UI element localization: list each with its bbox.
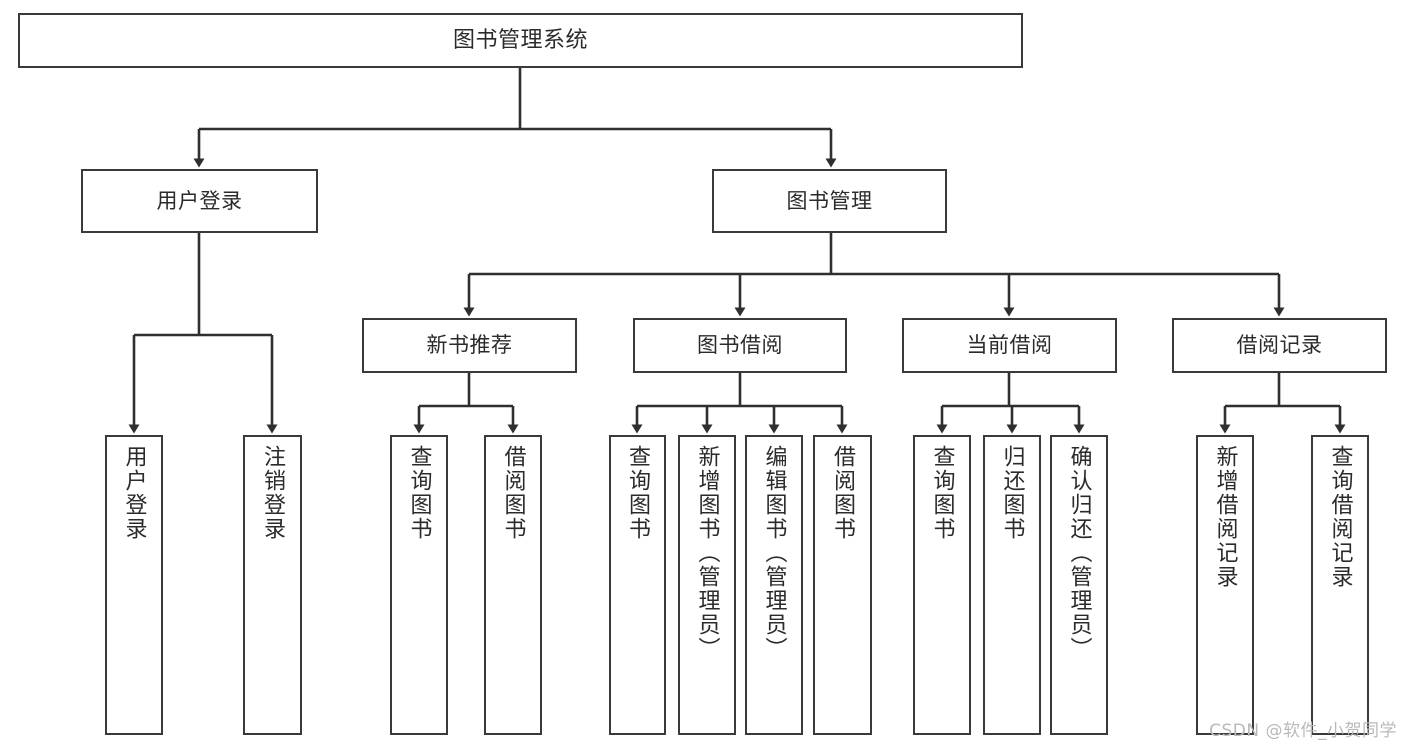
node-book-borrow[interactable]: 图书借阅 xyxy=(633,318,847,373)
node-leaf-return-books-label: 归还图书 xyxy=(999,445,1025,541)
node-leaf-user-login[interactable]: 用户登录 xyxy=(105,435,163,735)
node-root[interactable]: 图书管理系统 xyxy=(18,13,1023,68)
node-book-borrow-label: 图书借阅 xyxy=(697,333,783,358)
node-leaf-return-books[interactable]: 归还图书 xyxy=(983,435,1041,735)
watermark: CSDN @软件_小贺同学 xyxy=(1209,721,1397,741)
node-borrow-record[interactable]: 借阅记录 xyxy=(1172,318,1387,373)
node-new-book-recommend-label: 新书推荐 xyxy=(426,333,513,358)
node-user-login[interactable]: 用户登录 xyxy=(81,169,318,233)
node-leaf-add-borrow-record[interactable]: 新增借阅记录 xyxy=(1196,435,1254,735)
node-current-borrow[interactable]: 当前借阅 xyxy=(902,318,1117,373)
node-leaf-confirm-return-admin-label: 确认归还（管理员） xyxy=(1066,445,1092,661)
node-leaf-query-books-recommend[interactable]: 查询图书 xyxy=(390,435,448,735)
node-new-book-recommend[interactable]: 新书推荐 xyxy=(362,318,577,373)
node-leaf-user-login-label: 用户登录 xyxy=(121,445,147,541)
node-leaf-query-books-current[interactable]: 查询图书 xyxy=(913,435,971,735)
node-leaf-add-book-admin-label: 新增图书（管理员） xyxy=(694,445,720,661)
node-user-login-label: 用户登录 xyxy=(156,188,243,213)
node-leaf-borrow-books-recommend[interactable]: 借阅图书 xyxy=(484,435,542,735)
node-book-management-label: 图书管理 xyxy=(786,188,873,213)
node-leaf-borrow-books-label: 借阅图书 xyxy=(830,445,856,541)
node-leaf-query-books-current-label: 查询图书 xyxy=(929,445,955,541)
node-leaf-edit-book-admin-label: 编辑图书（管理员） xyxy=(761,445,787,661)
node-leaf-logout-label: 注销登录 xyxy=(260,445,286,541)
node-leaf-query-borrow-record[interactable]: 查询借阅记录 xyxy=(1311,435,1369,735)
node-leaf-borrow-books-recommend-label: 借阅图书 xyxy=(500,445,526,541)
node-current-borrow-label: 当前借阅 xyxy=(966,333,1053,358)
node-leaf-query-books-borrow[interactable]: 查询图书 xyxy=(609,435,666,735)
node-root-label: 图书管理系统 xyxy=(452,27,588,53)
node-borrow-record-label: 借阅记录 xyxy=(1236,333,1323,358)
node-leaf-add-book-admin[interactable]: 新增图书（管理员） xyxy=(678,435,736,735)
node-leaf-query-books-recommend-label: 查询图书 xyxy=(406,445,432,541)
node-leaf-logout[interactable]: 注销登录 xyxy=(243,435,302,735)
node-leaf-query-books-borrow-label: 查询图书 xyxy=(625,445,651,541)
node-leaf-add-borrow-record-label: 新增借阅记录 xyxy=(1212,445,1238,589)
node-leaf-edit-book-admin[interactable]: 编辑图书（管理员） xyxy=(745,435,803,735)
node-leaf-query-borrow-record-label: 查询借阅记录 xyxy=(1327,445,1353,589)
node-leaf-confirm-return-admin[interactable]: 确认归还（管理员） xyxy=(1050,435,1108,735)
node-leaf-borrow-books[interactable]: 借阅图书 xyxy=(813,435,872,735)
node-book-management[interactable]: 图书管理 xyxy=(712,169,947,233)
